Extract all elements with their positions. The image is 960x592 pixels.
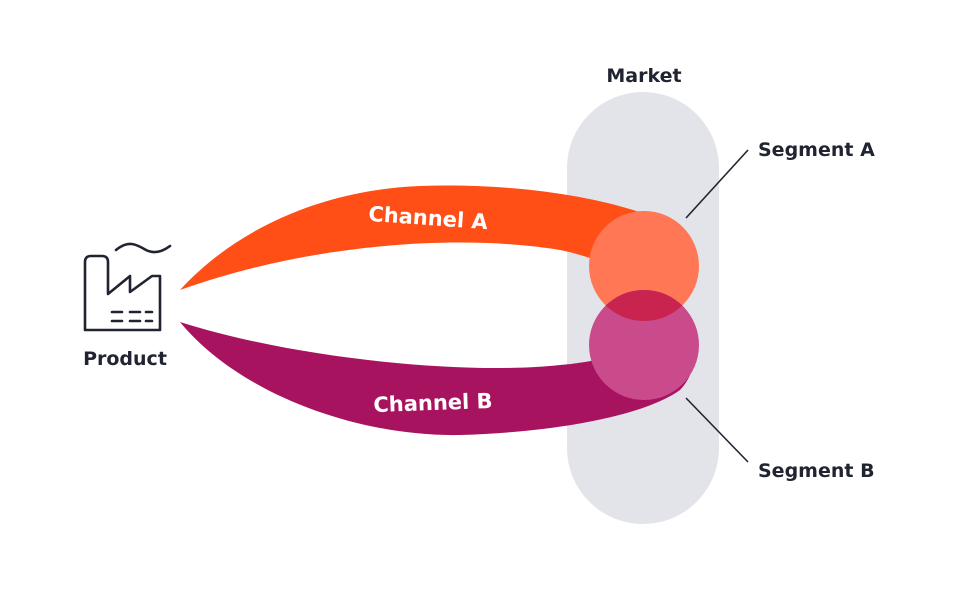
- segment-b-leader: [685, 397, 749, 463]
- channel-b-label: Channel B: [373, 389, 493, 417]
- factory-icon: [83, 242, 172, 332]
- segment-a-leader: [685, 149, 749, 219]
- product-label: Product: [83, 348, 167, 370]
- segment-a-circle: [589, 211, 699, 321]
- market-label: Market: [606, 65, 681, 87]
- segment-b-circle: [589, 290, 699, 400]
- channel-a-ribbon: [180, 185, 696, 303]
- segment-a-label: Segment A: [758, 139, 875, 161]
- channel-b-ribbon: [180, 318, 695, 436]
- segment-b-label: Segment B: [758, 460, 875, 482]
